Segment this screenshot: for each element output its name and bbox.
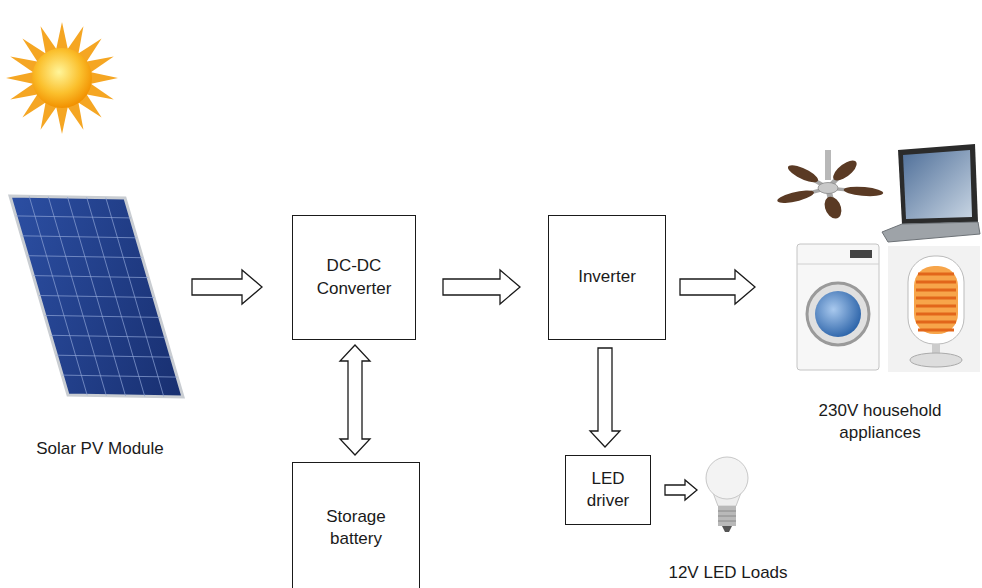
laptop-picture [882, 222, 980, 242]
ceiling-fan-picture [821, 192, 844, 219]
sun-icon [56, 106, 68, 134]
sun-icon [6, 22, 118, 134]
washing-machine-picture [797, 264, 879, 265]
led-bulb-picture [718, 506, 736, 526]
ceiling-fan-picture [774, 188, 817, 206]
washing-machine-picture [815, 291, 861, 337]
led-bulb-picture [718, 511, 736, 521]
ceiling-fan-picture [842, 185, 884, 197]
ceiling-fan-picture [825, 159, 862, 186]
heater-picture [888, 246, 980, 372]
led-bulb-picture [706, 457, 748, 499]
block-arrow [192, 270, 262, 304]
laptop-picture [898, 144, 978, 224]
block-arrow [665, 480, 697, 500]
led-bulb-picture [722, 526, 732, 532]
ceiling-fan-picture [774, 150, 884, 219]
solar-panel-picture [10, 196, 183, 397]
ceiling-fan-picture [783, 163, 822, 185]
picture-caption: 12V LED Loads [668, 562, 787, 584]
ceiling-fan-picture [822, 196, 843, 219]
picture-caption: Solar PV Module [36, 438, 164, 460]
sun-icon [6, 72, 34, 84]
washing-machine-picture [797, 244, 879, 370]
driver-box: LED driver [565, 455, 651, 525]
converter-box: DC-DC Converter [292, 215, 416, 340]
heater-picture [914, 266, 958, 334]
washing-machine-picture [797, 244, 879, 370]
laptop-picture [903, 150, 972, 219]
box-label: Inverter [578, 266, 636, 288]
led-load: 12V LED Loads [700, 455, 755, 540]
heater-picture [916, 274, 956, 330]
sun-icon [90, 72, 118, 84]
ceiling-fan-picture [828, 159, 861, 183]
heater-picture [908, 256, 964, 344]
heater-picture [888, 246, 980, 372]
picture-caption: 230V household appliances [800, 400, 960, 444]
box-label: Storage battery [310, 506, 402, 550]
washing-machine-picture [850, 250, 872, 258]
solar-panel-picture [10, 196, 183, 397]
sun-icon [56, 22, 68, 50]
laptop-picture [882, 144, 980, 242]
ceiling-fan-picture [818, 183, 838, 194]
block-arrow [340, 345, 370, 455]
solar-panel-picture [10, 196, 183, 397]
block-arrow [680, 270, 755, 304]
box-label: LED driver [578, 468, 638, 512]
ceiling-fan-picture [774, 186, 824, 205]
inverter-box: Inverter [548, 215, 666, 340]
led-bulb-picture [706, 457, 748, 532]
ceiling-fan-picture [825, 150, 831, 180]
block-arrow [443, 270, 520, 304]
ceiling-fan-picture [774, 159, 884, 219]
ceiling-fan-picture [834, 184, 884, 197]
sun-icon [32, 48, 92, 108]
block-arrow [590, 348, 620, 447]
box-label: DC-DC Converter [308, 255, 400, 299]
washing-machine-picture [807, 283, 869, 345]
heater-picture [910, 353, 962, 367]
battery-box: Storage battery [292, 462, 420, 588]
solar-module: Solar PV Module [5, 190, 190, 400]
appliance-group: 230V household appliances [765, 140, 980, 375]
